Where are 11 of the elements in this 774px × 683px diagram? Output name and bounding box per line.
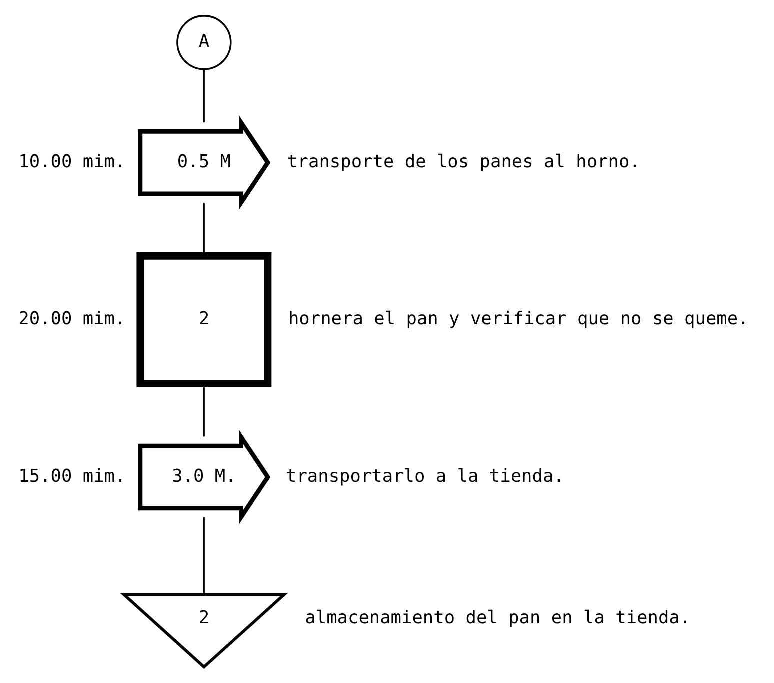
connector (203, 517, 205, 595)
node-label: 10.00 mim. (18, 151, 126, 172)
node-label: hornera el pan y verificar que no se queme. (288, 308, 749, 330)
node-box: 2 (136, 252, 272, 388)
node-label: transportarlo a la tienda. (286, 466, 564, 487)
node-label: almacenamiento del pan en la tienda. (305, 607, 691, 628)
node-label: 20.00 mim. (18, 308, 126, 330)
node-label: 15.00 mim. (18, 466, 126, 487)
node-label: transporte de los panes al horno. (287, 151, 640, 172)
node-circle: A (176, 15, 232, 70)
connector (203, 70, 205, 123)
